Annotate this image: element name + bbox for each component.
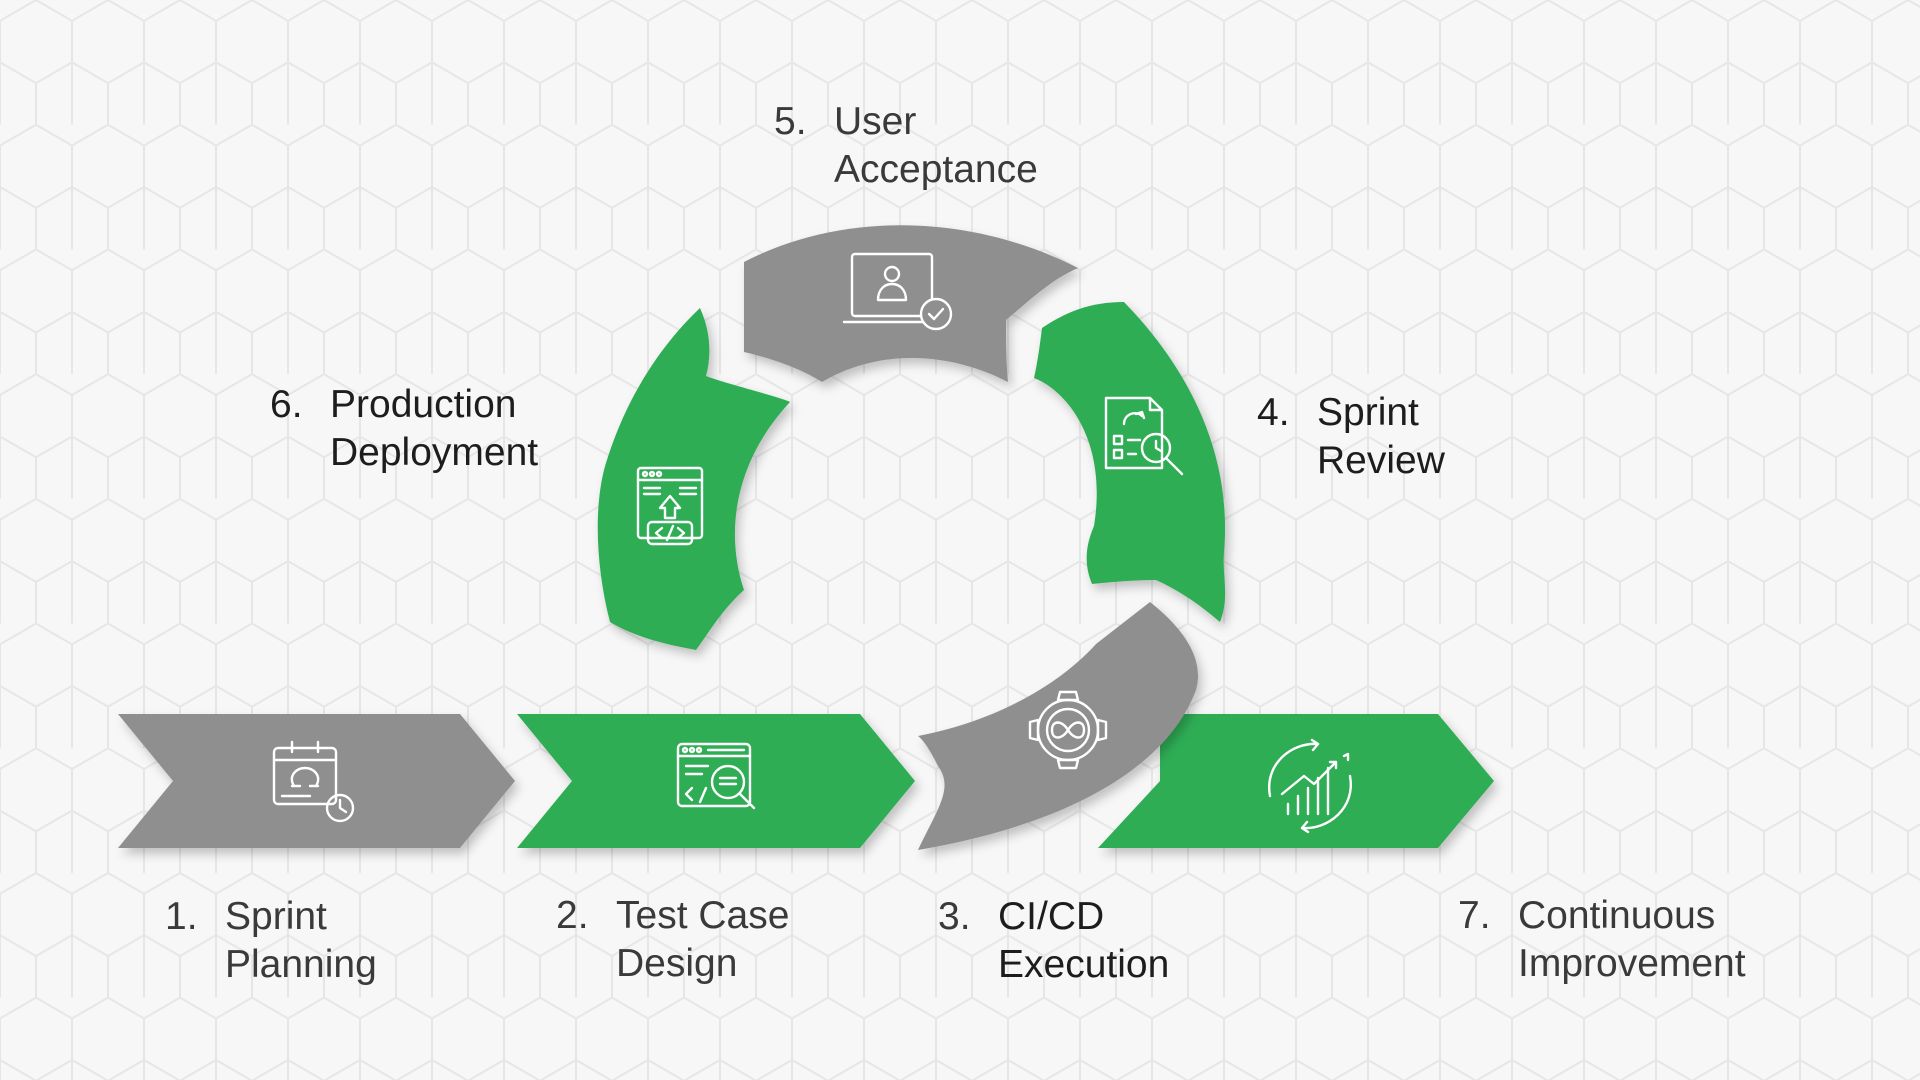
step-5-number: 5. (774, 100, 807, 143)
step-1-number: 1. (165, 895, 198, 938)
step-6-title-line1: Production (330, 383, 517, 426)
growth-chart-cycle-icon (1267, 738, 1353, 834)
browser-deploy-code-icon (636, 466, 704, 546)
step-7-number: 7. (1458, 894, 1491, 937)
step-5-arc (744, 225, 1078, 382)
step-1-title-line2: Planning (225, 943, 377, 986)
step-7-title-line2: Improvement (1518, 942, 1746, 985)
code-search-icon (676, 742, 756, 810)
step-6-number: 6. (270, 383, 303, 426)
step-3-arc (918, 602, 1199, 850)
step-2-number: 2. (556, 894, 589, 937)
gear-infinity-icon (1028, 690, 1108, 770)
step-1-title-line1: Sprint (225, 895, 327, 938)
step-7-title-line1: Continuous (1518, 894, 1716, 937)
step-4-title-line1: Sprint (1317, 391, 1419, 434)
laptop-user-check-icon (842, 252, 953, 331)
document-review-icon (1104, 396, 1184, 476)
step-2-title-line1: Test Case (616, 894, 790, 937)
step-5-title-line1: User (834, 100, 917, 143)
step-3-number: 3. (938, 895, 971, 938)
step-4-title-line2: Review (1317, 439, 1445, 482)
step-2-title-line2: Design (616, 942, 738, 985)
step-3-title-line2: Execution (998, 943, 1170, 986)
step-1-chevron (118, 714, 515, 848)
step-3-title-line1: CI/CD (998, 895, 1105, 938)
step-4-number: 4. (1257, 391, 1290, 434)
step-4-arc (1034, 302, 1226, 622)
step-5-title-line2: Acceptance (834, 148, 1038, 191)
step-6-title-line2: Deployment (330, 431, 539, 474)
step-2-chevron (517, 714, 915, 848)
calendar-clock-icon (272, 740, 355, 823)
